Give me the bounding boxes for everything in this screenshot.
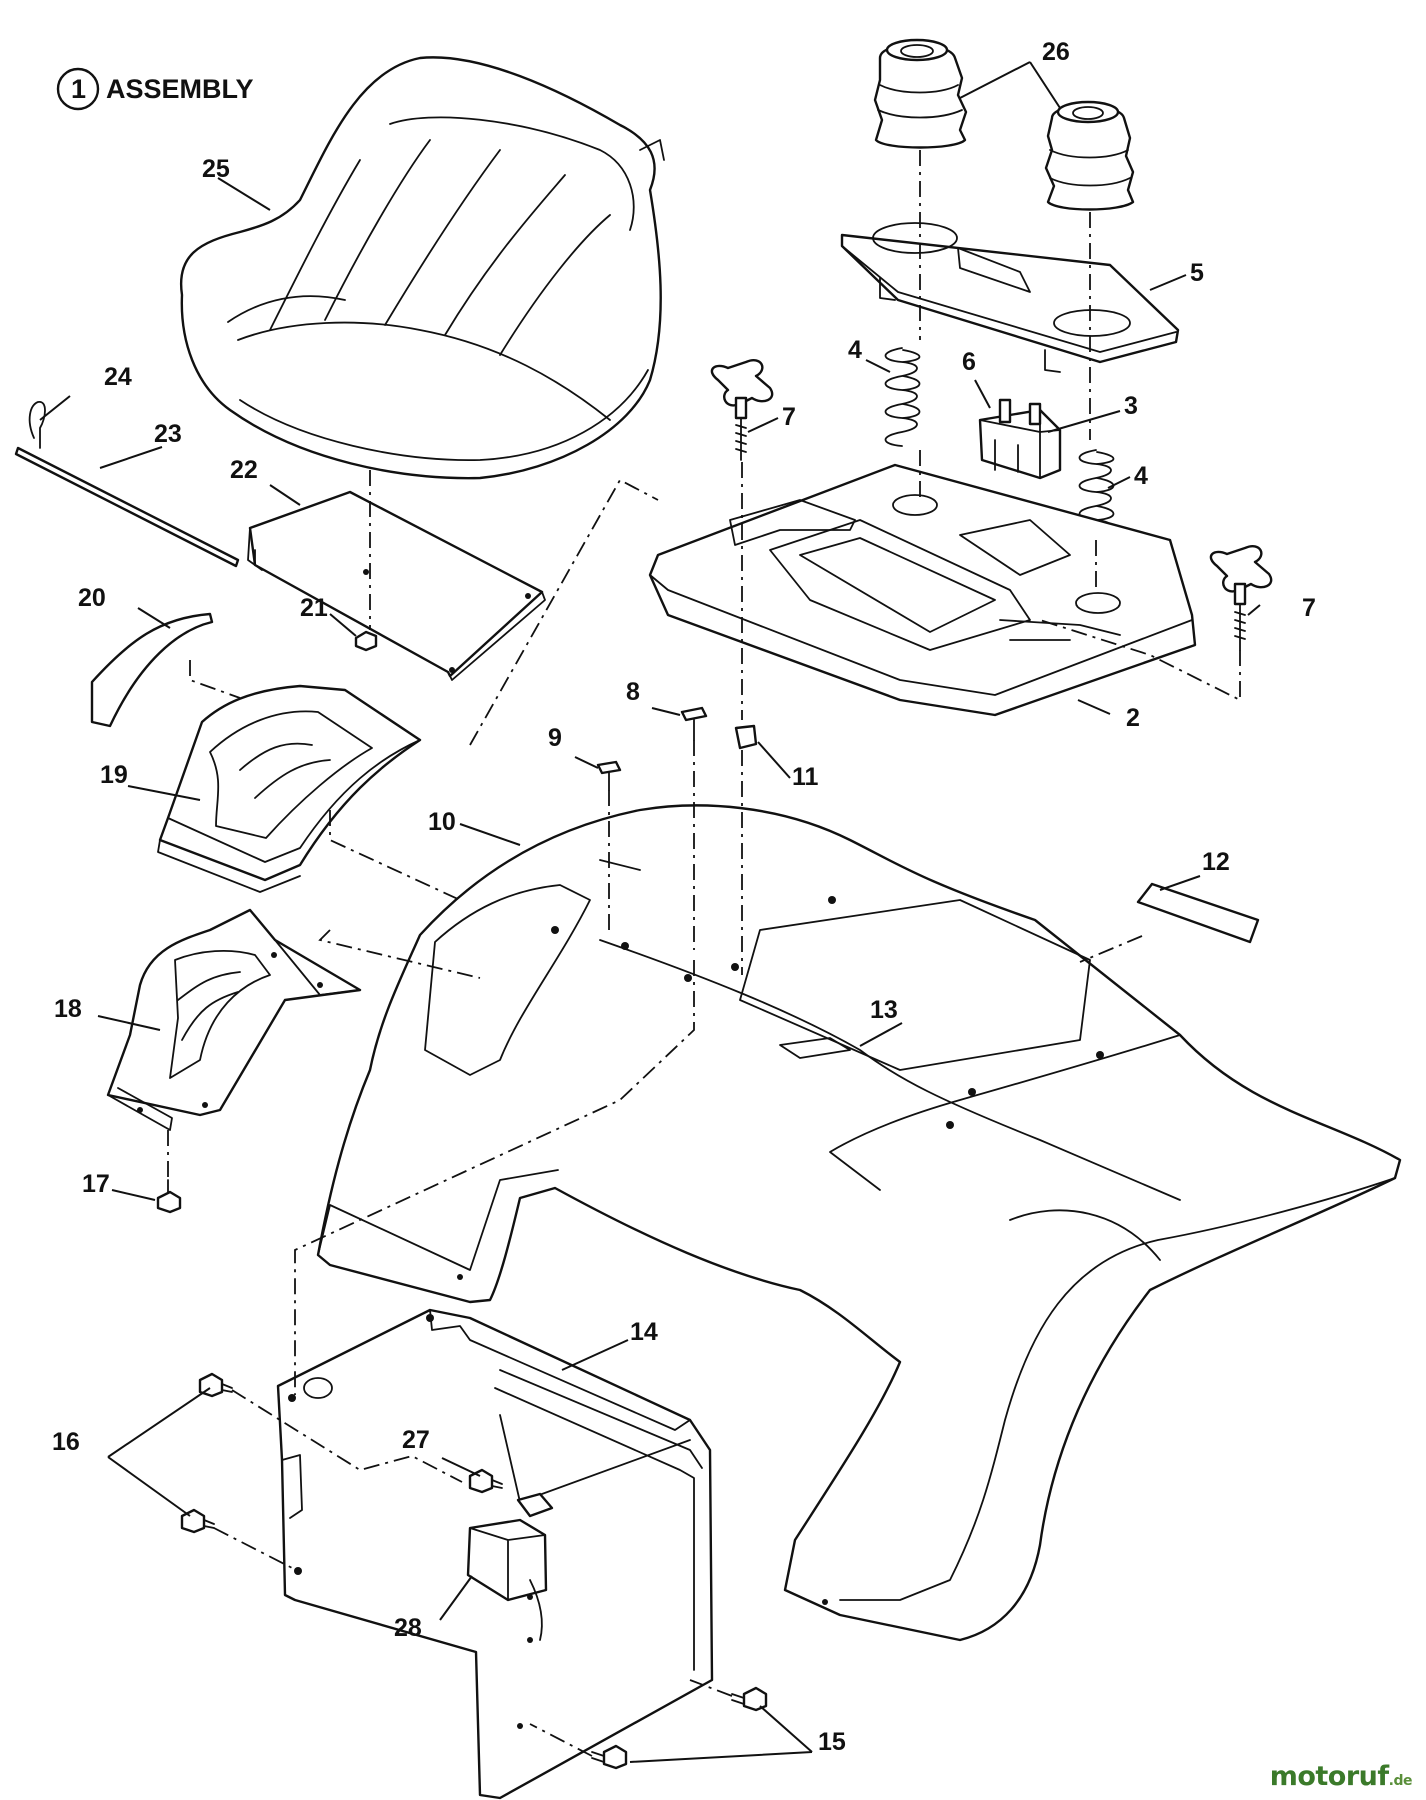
part-cover-plate (840, 222, 1180, 373)
watermark-tld: .de (1388, 1773, 1413, 1789)
callout-19: 19 (100, 761, 128, 789)
callout-20: 20 (78, 584, 106, 612)
part-clip-rod (14, 401, 240, 568)
callout-26: 26 (1042, 38, 1070, 66)
callout-9: 9 (548, 724, 562, 752)
part-screw-17 (156, 1179, 182, 1214)
part-seat-switch (466, 1492, 554, 1641)
spring-left (884, 347, 921, 447)
part-decal (1136, 882, 1260, 944)
assembly-label: ASSEMBLY (106, 74, 254, 104)
part-bolts (180, 1372, 768, 1770)
part-nut (354, 630, 378, 652)
part-knob-left (710, 359, 774, 461)
callout-11: 11 (792, 763, 819, 791)
callout-23: 23 (154, 420, 182, 448)
screw-8 (680, 706, 708, 741)
callout-7-left: 7 (782, 403, 796, 431)
part-seat (179, 56, 665, 480)
part-decal-strip (90, 612, 214, 728)
part-fender (316, 804, 1402, 1642)
callout-3: 3 (1124, 392, 1138, 420)
callout-25: 25 (202, 155, 230, 183)
callout-14: 14 (630, 1318, 658, 1346)
bolt-15-lower (591, 1744, 628, 1770)
screw-9 (596, 760, 622, 791)
callout-4-lower: 4 (1134, 462, 1148, 490)
callout-22: 22 (230, 456, 258, 484)
assembly-number: 1 (71, 74, 86, 104)
phantom-lines (167, 150, 1241, 1757)
part-seat-bracket (247, 490, 546, 681)
callout-12: 12 (1202, 848, 1230, 876)
callout-2: 2 (1126, 704, 1140, 732)
watermark-logo: motoruf.de (1269, 1761, 1413, 1792)
callout-4-upper: 4 (848, 336, 862, 364)
screw-11 (734, 724, 758, 750)
callout-17: 17 (82, 1170, 110, 1198)
callout-18: 18 (54, 995, 82, 1023)
callout-10: 10 (428, 808, 456, 836)
callout-numbers: 26 25 5 24 23 4 6 7 3 22 4 7 21 20 2 8 9… (52, 38, 1316, 1756)
assembly-title: 1 ASSEMBLY (56, 67, 254, 111)
part-shift-cover (157, 684, 422, 893)
part-bumpers (873, 38, 1135, 211)
watermark-brand: motoruf (1269, 1761, 1389, 1792)
callout-7-right: 7 (1302, 594, 1316, 622)
callout-6: 6 (962, 348, 976, 376)
callout-13: 13 (870, 996, 898, 1024)
bolt-16-lower (180, 1508, 215, 1534)
callout-8: 8 (626, 678, 640, 706)
bolt-15-upper (731, 1686, 768, 1712)
part-console (648, 463, 1197, 717)
callout-27: 27 (402, 1426, 430, 1454)
callout-15: 15 (818, 1728, 846, 1756)
callout-21: 21 (300, 594, 328, 622)
callout-16: 16 (52, 1428, 80, 1456)
callout-28: 28 (394, 1614, 422, 1642)
bolt-27 (468, 1468, 503, 1494)
callout-24: 24 (104, 363, 132, 391)
part-switch (978, 398, 1062, 480)
part-knob-right (1209, 545, 1273, 651)
assembly-number-circle (56, 67, 100, 111)
part-shift-plate (106, 908, 362, 1131)
leader-lines (39, 61, 1261, 1763)
part-screws-top (596, 706, 758, 791)
callout-5: 5 (1190, 259, 1204, 287)
